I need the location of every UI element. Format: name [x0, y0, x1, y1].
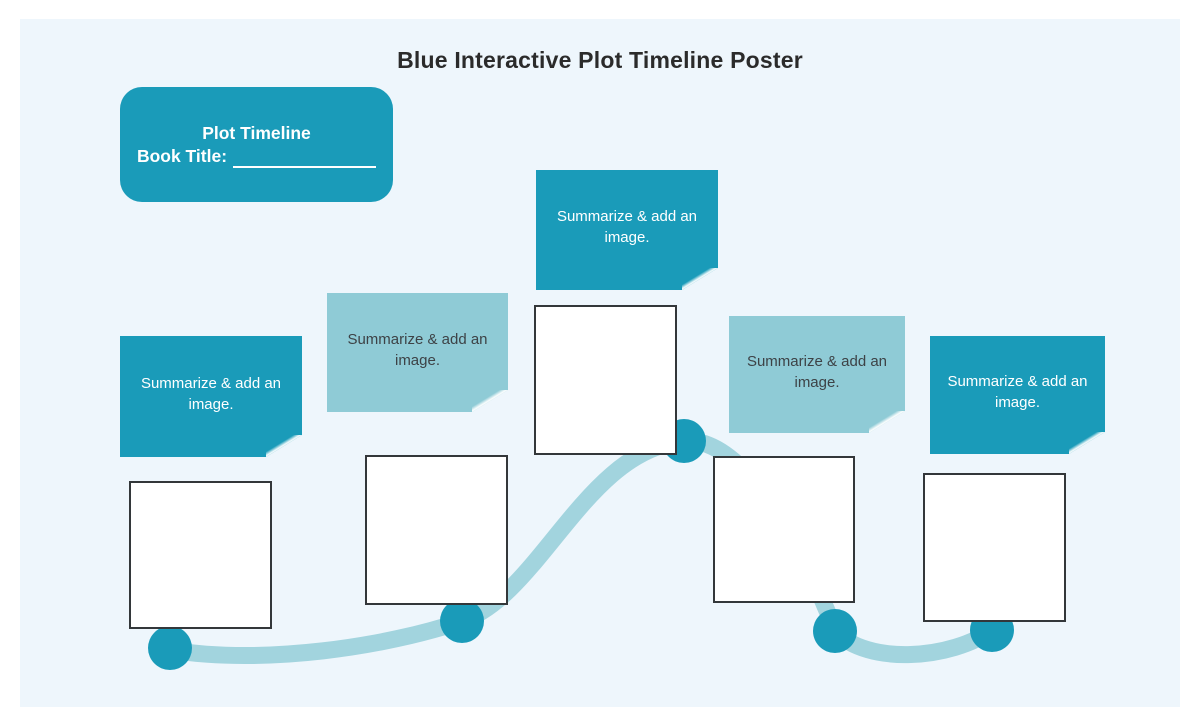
note-summarize-2[interactable]: Summarize & add an image.: [327, 293, 508, 412]
poster-title: Blue Interactive Plot Timeline Poster: [397, 47, 803, 73]
book-title-row: Book Title:: [136, 145, 377, 168]
timeline-node-1: [148, 626, 192, 670]
note-label: Summarize & add an image.: [947, 373, 1088, 411]
note-label: Summarize & add an image.: [746, 352, 888, 391]
book-title-blank-line[interactable]: [233, 150, 377, 168]
timeline-node-2: [440, 599, 484, 643]
timeline-path: [161, 432, 1001, 664]
note-label: Summarize & add an image.: [556, 208, 698, 246]
note-label: Summarize & add an image.: [140, 374, 282, 413]
book-title-label: Book Title:: [136, 145, 228, 166]
image-placeholder-5[interactable]: [923, 473, 1066, 622]
poster-canvas: Blue Interactive Plot Timeline Poster Pl…: [20, 19, 1180, 707]
note-summarize-1[interactable]: Summarize & add an image.: [120, 336, 302, 457]
note-summarize-4[interactable]: Summarize & add an image.: [729, 316, 905, 433]
plot-timeline-heading: Plot Timeline: [202, 122, 311, 143]
image-placeholder-3[interactable]: [534, 305, 677, 455]
image-placeholder-2[interactable]: [365, 455, 508, 605]
note-summarize-5[interactable]: Summarize & add an image.: [930, 336, 1105, 454]
image-placeholder-4[interactable]: [713, 456, 855, 603]
plot-timeline-card: Plot Timeline Book Title:: [120, 87, 393, 202]
image-placeholder-1[interactable]: [129, 481, 272, 629]
note-summarize-3[interactable]: Summarize & add an image.: [536, 170, 718, 290]
note-label: Summarize & add an image.: [347, 330, 488, 369]
timeline-node-4: [813, 609, 857, 653]
